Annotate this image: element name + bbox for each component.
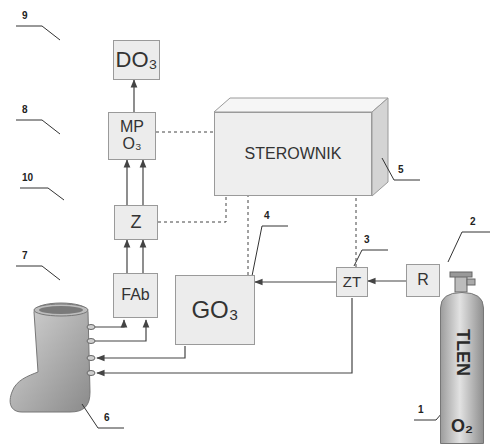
flow-arrow xyxy=(368,280,406,281)
box-label: DO₃ xyxy=(116,48,158,71)
control-line xyxy=(248,196,249,275)
control-line xyxy=(356,196,357,267)
process-box: ZT xyxy=(336,267,368,297)
output-box: DO₃ xyxy=(113,40,160,80)
oxygen-cylinder: TLEN O₂ xyxy=(440,292,484,444)
process-box: FAb xyxy=(113,273,158,318)
box-label: FAb xyxy=(121,287,149,304)
flow-arrow xyxy=(126,160,127,205)
flow-arrow xyxy=(142,240,143,273)
callout-number: 2 xyxy=(470,216,476,227)
controller-box-3d xyxy=(214,98,388,196)
boot-illustration xyxy=(10,303,95,412)
cylinder-valve xyxy=(450,272,475,292)
flow-arrow xyxy=(133,80,134,112)
regulator-box: R xyxy=(406,264,440,297)
callout-number: 3 xyxy=(364,234,370,245)
callout-number: 6 xyxy=(104,412,110,423)
box-label: Z xyxy=(131,213,142,232)
callout-number: 5 xyxy=(398,164,404,175)
box-label: GO₃ xyxy=(191,297,238,322)
flow-arrow xyxy=(126,240,127,273)
callout-number: 8 xyxy=(22,104,28,115)
process-box: MP O₃ xyxy=(108,112,156,160)
controller-box: STEROWNIK xyxy=(214,112,372,196)
box-label: R xyxy=(417,272,429,289)
callout-number: 4 xyxy=(264,210,270,221)
cylinder-label: TLEN xyxy=(453,328,472,375)
leader-line xyxy=(16,26,490,428)
flow-arrow xyxy=(142,160,143,205)
generator-box: GO₃ xyxy=(175,275,255,345)
control-line xyxy=(158,196,226,222)
callout-number: 1 xyxy=(418,404,424,415)
callout-number: 7 xyxy=(22,250,28,261)
box-label: STEROWNIK xyxy=(245,146,342,163)
control-line xyxy=(156,132,214,133)
callout-number: 10 xyxy=(22,172,33,183)
box-label: ZT xyxy=(343,274,361,290)
box-label: MP O₃ xyxy=(112,119,152,153)
callout-number: 9 xyxy=(22,10,28,21)
process-box: Z xyxy=(114,205,158,240)
flow-arrow xyxy=(255,281,336,282)
gas-formula: O₂ xyxy=(451,417,473,436)
